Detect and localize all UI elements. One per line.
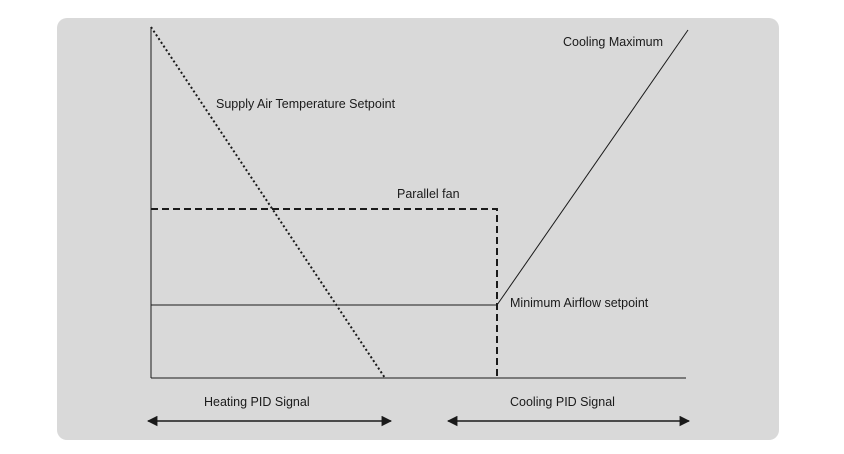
supply-air-setpoint-line (150, 26, 386, 379)
parallel-fan-line (151, 208, 498, 378)
supply-air-setpoint-label: Supply Air Temperature Setpoint (216, 97, 396, 111)
cooling-maximum-label: Cooling Maximum (563, 35, 663, 49)
parallel-fan-label: Parallel fan (397, 187, 460, 201)
heating-signal-label: Heating PID Signal (204, 395, 310, 409)
diagram-panel (57, 18, 779, 440)
cooling-signal-label: Cooling PID Signal (510, 395, 615, 409)
minimum-airflow-label: Minimum Airflow setpoint (510, 296, 649, 310)
cooling-ramp-line (496, 29, 689, 306)
